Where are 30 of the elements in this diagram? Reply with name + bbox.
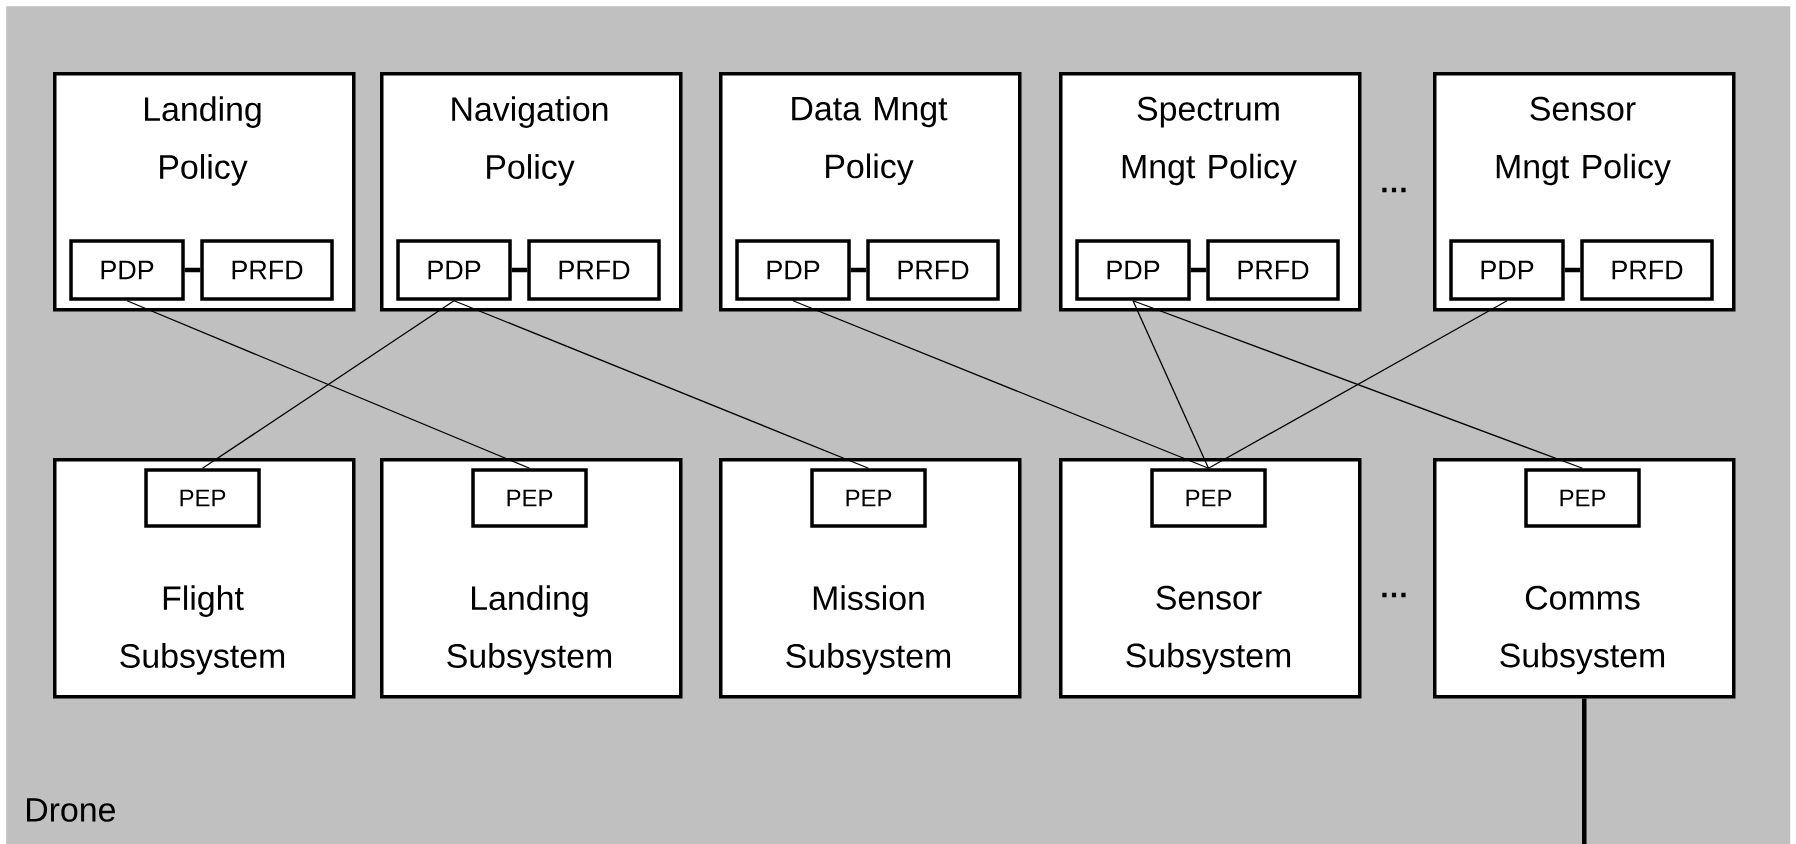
- component-box: PRFD: [1580, 239, 1714, 301]
- component-box: PRFD: [527, 239, 661, 301]
- connector-line: [511, 267, 528, 273]
- connector-line: [1132, 300, 1584, 469]
- connector-line: [201, 300, 455, 469]
- component-box: PEP: [810, 468, 927, 528]
- connector-line: [792, 300, 1210, 469]
- connector-line: [1582, 698, 1587, 844]
- connector-line: [1132, 300, 1210, 469]
- component-box: PDP: [735, 239, 851, 301]
- component-box: PRFD: [866, 239, 1000, 301]
- connector-line: [1564, 267, 1581, 273]
- component-box: PEP: [1150, 468, 1267, 528]
- connector-line: [126, 300, 531, 469]
- component-box: PEP: [144, 468, 261, 528]
- connector-line: [1207, 300, 1508, 469]
- component-box: PDP: [396, 239, 512, 301]
- ellipsis: …: [1382, 592, 1406, 598]
- connector-line: [1190, 267, 1207, 273]
- component-box: PDP: [69, 239, 185, 301]
- component-box: PEP: [471, 468, 588, 528]
- ellipsis: …: [1382, 187, 1406, 193]
- component-box: PEP: [1524, 468, 1641, 528]
- connector-line: [184, 267, 201, 273]
- connector-line: [453, 300, 870, 469]
- component-box: PRFD: [200, 239, 334, 301]
- component-box: PDP: [1075, 239, 1191, 301]
- component-box: PRFD: [1206, 239, 1340, 301]
- connector-line: [850, 267, 867, 273]
- component-box: PDP: [1449, 239, 1565, 301]
